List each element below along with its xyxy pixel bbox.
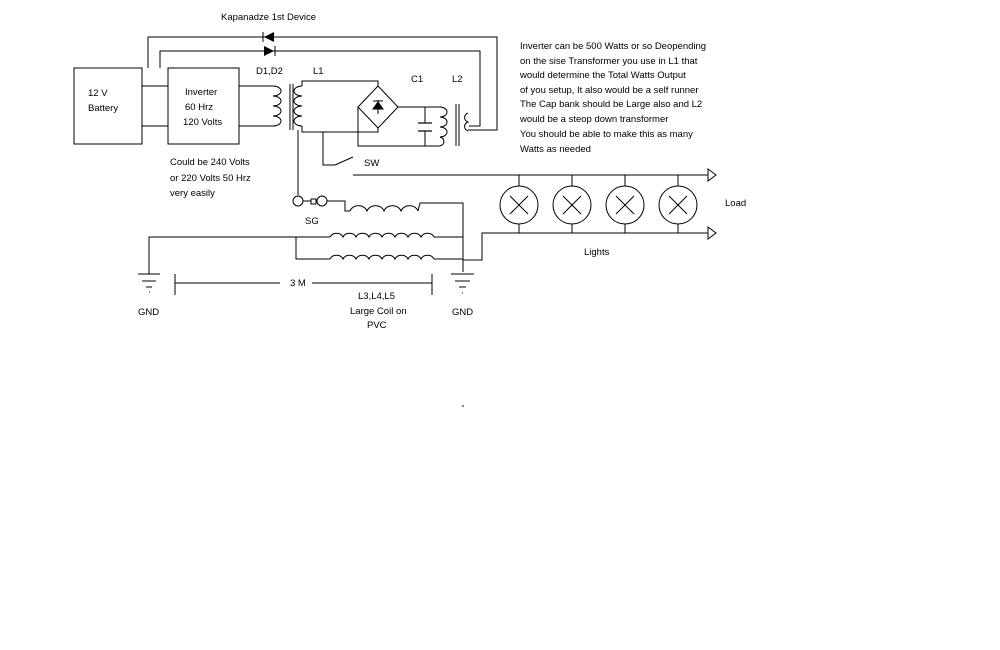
transformer-l1 — [272, 84, 303, 130]
distance-label: 3 M — [290, 278, 306, 289]
inverter-note: Could be 240 Volts or 220 Volts 50 Hrz v… — [170, 157, 251, 199]
gnd-right-label: GND — [452, 307, 473, 318]
inverter: Inverter 60 Hrz 120 Volts — [167, 67, 240, 145]
capacitor-c1 — [418, 122, 432, 132]
lamp-rail-bottom — [463, 224, 717, 261]
inverter-note-line2: or 220 Volts 50 Hrz — [170, 173, 251, 184]
battery: 12 V Battery — [73, 67, 143, 145]
battery-line1: 12 V — [88, 88, 108, 99]
description-line4: of you setup, It also would be a self ru… — [520, 85, 699, 96]
distance-marker — [174, 274, 433, 295]
sg-label: SG — [305, 216, 319, 227]
coil-note-line1: L3,L4,L5 — [358, 291, 395, 302]
diode-d1 — [262, 32, 274, 42]
description-line3: would determine the Total Watts Output — [519, 70, 686, 81]
diagram-title: Kapanadze 1st Device — [221, 12, 316, 23]
coil-note: L3,L4,L5 Large Coil on PVC — [350, 291, 407, 331]
description: Inverter can be 500 Watts or so Deopendi… — [519, 41, 706, 155]
description-line5: The Cap bank should be Large also and L2 — [520, 99, 702, 110]
inverter-output-wires — [239, 85, 273, 127]
diode-d2 — [264, 46, 276, 56]
switch-sw — [322, 132, 717, 182]
inverter-line3: 120 Volts — [183, 117, 222, 128]
stray-dot — [462, 405, 464, 407]
coil-note-line2: Large Coil on — [350, 306, 407, 317]
ground-left — [138, 273, 160, 293]
rectifier-output-wires — [357, 106, 440, 147]
inverter-line1: Inverter — [185, 87, 217, 98]
bridge-rectifier — [357, 85, 399, 129]
c1-label: C1 — [411, 74, 423, 85]
description-line7: You should be able to make this as many — [520, 129, 693, 140]
description-line6: would be a steop down transformer — [519, 114, 668, 125]
feedback-wires — [147, 36, 498, 131]
inverter-note-line3: very easily — [170, 188, 215, 199]
battery-inverter-wires — [142, 85, 168, 127]
spark-gap-sg — [292, 195, 328, 207]
l1-secondary-wires — [297, 80, 379, 195]
lamp-2 — [552, 185, 592, 225]
inverter-note-line1: Could be 240 Volts — [170, 157, 250, 168]
lamp-3 — [605, 185, 645, 225]
battery-line2: Battery — [88, 103, 118, 114]
gnd-left-label: GND — [138, 307, 159, 318]
sw-label: SW — [364, 158, 379, 169]
lamp-4 — [658, 185, 698, 225]
load-label: Load — [725, 198, 746, 209]
coil-note-line3: PVC — [367, 320, 387, 331]
lamp-1 — [499, 185, 539, 225]
lamp-rail-top — [518, 175, 679, 186]
coil-l3-l4-l5 — [148, 232, 463, 274]
description-line1: Inverter can be 500 Watts or so Deopendi… — [520, 41, 706, 52]
description-line2: on the sise Transformer you use in L1 th… — [520, 56, 698, 67]
l1-label: L1 — [313, 66, 324, 77]
transformer-l2 — [439, 104, 470, 147]
l2-label: L2 — [452, 74, 463, 85]
ground-right — [451, 273, 474, 294]
lights-label: Lights — [584, 247, 610, 258]
description-line8: Watts as needed — [520, 144, 591, 155]
inverter-line2: 60 Hrz — [185, 102, 213, 113]
diodes-label: D1,D2 — [256, 66, 283, 77]
